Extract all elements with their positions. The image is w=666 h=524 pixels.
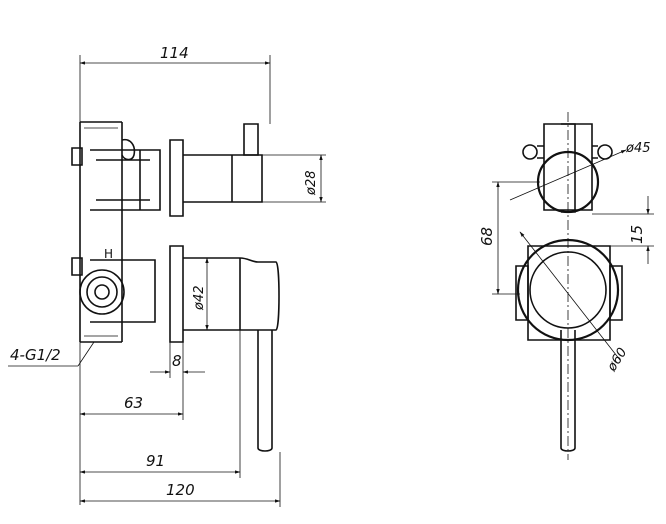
dim-15: 15 xyxy=(628,225,646,244)
dim-dia-42: ø42 xyxy=(192,286,207,312)
dim-dia-60: ø60 xyxy=(604,345,630,375)
dim-dia-28: ø28 xyxy=(304,171,319,197)
dim-68: 68 xyxy=(478,227,496,246)
dim-91: 91 xyxy=(146,452,165,470)
side-view: H 114 ø28 ø42 4-G1/2 xyxy=(8,44,326,507)
dim-8: 8 xyxy=(172,352,182,370)
dim-thread: 4-G1/2 xyxy=(10,346,61,364)
dim-63: 63 xyxy=(124,394,143,412)
hot-label: H xyxy=(104,247,113,261)
front-view: ø45 68 15 ø60 xyxy=(478,112,654,460)
dim-114: 114 xyxy=(160,44,189,62)
dim-120: 120 xyxy=(166,481,195,499)
dim-dia-45: ø45 xyxy=(625,141,651,156)
